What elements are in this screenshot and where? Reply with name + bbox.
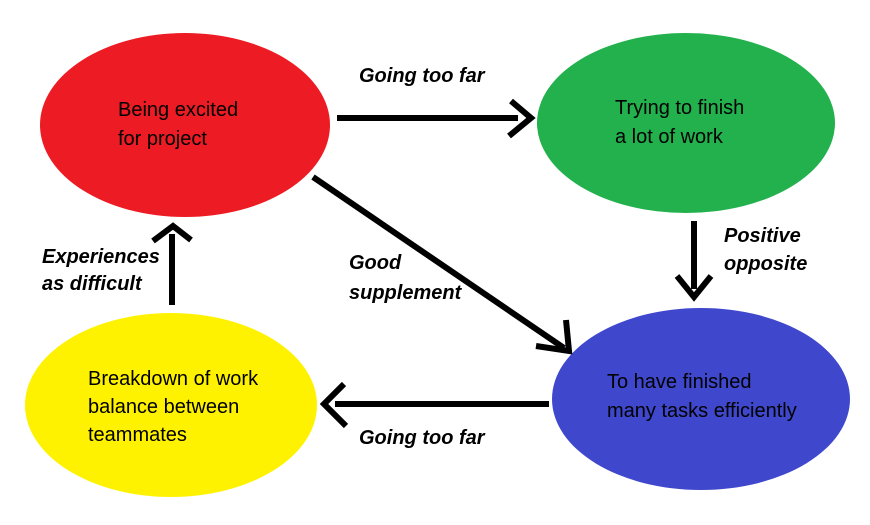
node-finished-many-tasks: [552, 308, 850, 490]
arrow-going-too-far-top: [337, 98, 536, 139]
arrow-good-supplement: [311, 174, 573, 355]
arrow-positive-opposite: [674, 221, 714, 302]
edge-label-going-too-far-top: Going too far: [359, 65, 485, 87]
arrow-going-too-far-bottom: [319, 381, 549, 429]
arrow-experiences-as-difficult: [151, 222, 193, 305]
node-label-breakdown-work-balance: Breakdown of work balance between teamma…: [88, 368, 259, 446]
edge-label-good-supplement: Good supplement: [349, 252, 462, 304]
edge-label-positive-opposite: Positive opposite: [724, 225, 808, 275]
arrow-head: [151, 222, 193, 244]
node-being-excited: [40, 33, 330, 217]
arrow-head: [507, 98, 536, 139]
arrow-head: [535, 319, 573, 355]
arrow-head: [674, 274, 714, 302]
node-label-finished-many-tasks: To have finished many tasks efficiently: [607, 371, 797, 422]
node-trying-to-finish: [537, 33, 835, 213]
node-breakdown-work-balance: [25, 313, 317, 497]
arrow-head: [319, 381, 349, 429]
edge-label-going-too-far-bottom: Going too far: [359, 427, 485, 449]
node-label-being-excited: Being excited for project: [118, 99, 239, 150]
edge-label-experiences-as-difficult: Experiences as difficult: [42, 246, 160, 295]
node-label-trying-to-finish: Trying to finish a lot of work: [615, 97, 745, 148]
arrow-shaft: [311, 174, 566, 351]
